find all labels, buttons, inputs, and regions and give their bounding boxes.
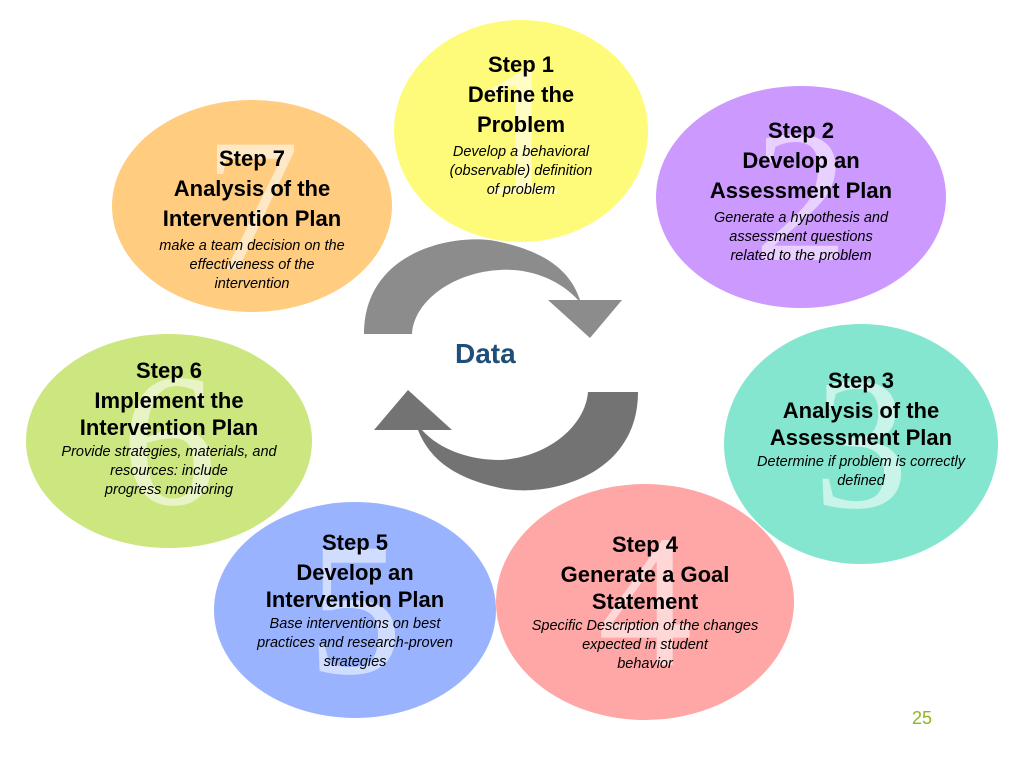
step-5-desc-line-1: Base interventions on best bbox=[269, 616, 441, 632]
step-1-title-line-1: Define the bbox=[467, 82, 575, 107]
step-7-label: Step 7 bbox=[218, 146, 286, 171]
step-7-circle: 7 Step 7 Analysis of the Intervention Pl… bbox=[112, 100, 392, 312]
step-4-title-line-2: Statement bbox=[591, 589, 699, 614]
step-7-desc-line-3: intervention bbox=[214, 276, 290, 292]
step-3-label: Step 3 bbox=[827, 368, 895, 393]
step-2-desc-line-1: Generate a hypothesis and bbox=[713, 210, 889, 226]
step-6-label: Step 6 bbox=[135, 358, 203, 383]
step-3-number: 3 bbox=[813, 339, 909, 549]
step-6-circle: 6 Step 6 Implement the Intervention Plan… bbox=[26, 334, 312, 548]
step-1-desc-line-1: Develop a behavioral bbox=[452, 144, 590, 160]
step-2-label: Step 2 bbox=[767, 118, 835, 143]
step-6-desc-line-3: progress monitoring bbox=[104, 482, 234, 498]
step-5-title-line-2: Intervention Plan bbox=[265, 587, 445, 612]
step-3-desc-line-1: Determine if problem is correctly bbox=[757, 454, 965, 470]
step-7-number: 7 bbox=[204, 101, 300, 311]
page-number: 25 bbox=[912, 708, 933, 728]
step-4-desc-line-1: Specific Description of the changes bbox=[531, 618, 759, 634]
step-6-desc-line-2: resources: include bbox=[110, 463, 228, 479]
step-2-desc-line-2: assessment questions bbox=[729, 229, 873, 245]
step-6-desc-line-1: Provide strategies, materials, and bbox=[61, 444, 277, 460]
step-5-number: 5 bbox=[307, 505, 403, 715]
step-5-desc-line-3: strategies bbox=[323, 654, 387, 670]
step-3-circle: 3 Step 3 Analysis of the Assessment Plan… bbox=[724, 324, 998, 564]
step-7-desc-line-2: effectiveness of the bbox=[189, 257, 315, 273]
step-4-desc-line-3: behavior bbox=[617, 656, 673, 672]
step-4-title-line-1: Generate a Goal bbox=[560, 562, 730, 587]
center-label: Data bbox=[455, 338, 516, 369]
step-1-desc-line-2: (observable) definition bbox=[449, 163, 593, 179]
step-1-circle: 1 Step 1 Define the Problem Develop a be… bbox=[394, 20, 648, 242]
step-2-number: 2 bbox=[753, 92, 849, 302]
step-4-label: Step 4 bbox=[611, 532, 679, 557]
step-7-title-line-1: Analysis of the bbox=[173, 176, 331, 201]
step-5-label: Step 5 bbox=[321, 530, 389, 555]
step-1-title-line-2: Problem bbox=[476, 112, 566, 137]
step-1-label: Step 1 bbox=[487, 52, 555, 77]
step-4-number: 4 bbox=[597, 497, 693, 707]
step-5-title-line-1: Develop an bbox=[296, 560, 414, 585]
step-2-title-line-1: Develop an bbox=[742, 148, 860, 173]
step-3-desc-line-2: defined bbox=[837, 473, 885, 489]
step-2-circle: 2 Step 2 Develop an Assessment Plan Gene… bbox=[656, 86, 946, 308]
step-5-desc-line-2: practices and research-proven bbox=[257, 635, 453, 651]
step-2-desc-line-3: related to the problem bbox=[730, 248, 872, 264]
upper-cycle-arrow bbox=[364, 239, 622, 338]
step-7-title-line-2: Intervention Plan bbox=[162, 206, 342, 231]
step-3-title-line-1: Analysis of the bbox=[782, 398, 940, 423]
step-2-title-line-2: Assessment Plan bbox=[709, 178, 893, 203]
step-6-number: 6 bbox=[121, 336, 217, 546]
step-5-circle: 5 Step 5 Develop an Intervention Plan Ba… bbox=[214, 502, 496, 718]
step-1-desc-line-3: of problem bbox=[486, 182, 556, 198]
step-7-desc-line-1: make a team decision on the bbox=[159, 238, 345, 254]
step-6-title-line-2: Intervention Plan bbox=[79, 415, 259, 440]
step-6-title-line-1: Implement the bbox=[94, 388, 244, 413]
lower-cycle-arrow bbox=[374, 390, 638, 491]
step-4-desc-line-2: expected in student bbox=[582, 637, 708, 653]
step-3-title-line-2: Assessment Plan bbox=[769, 425, 953, 450]
step-1-number: 1 bbox=[473, 26, 569, 236]
step-4-circle: 4 Step 4 Generate a Goal Statement Speci… bbox=[496, 484, 794, 720]
